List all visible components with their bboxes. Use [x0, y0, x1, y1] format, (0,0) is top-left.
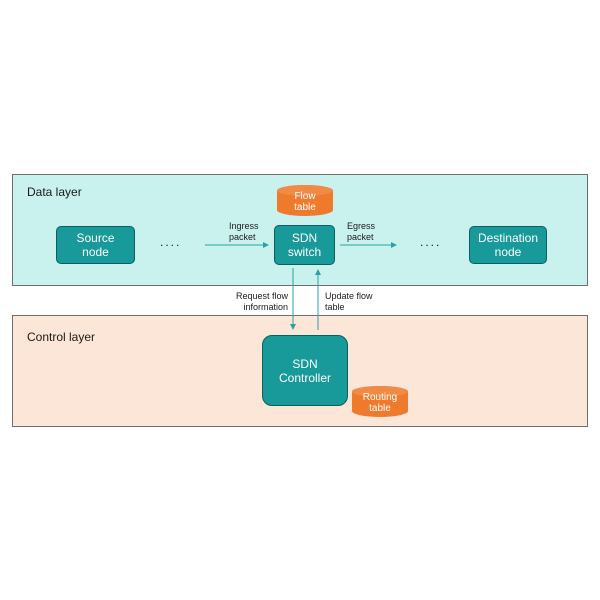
flow-table-label: Flow table: [294, 191, 316, 213]
source-node[interactable]: Source node: [56, 226, 135, 264]
flow-table-database: Flow table: [277, 185, 333, 216]
update-flow-label: Update flow table: [325, 291, 373, 312]
ellipsis-right: ....: [420, 235, 442, 249]
routing-table-label: Routing table: [362, 392, 398, 414]
sdn-controller-node[interactable]: SDN Controller: [262, 335, 348, 406]
sdn-switch-node[interactable]: SDN switch: [274, 225, 335, 265]
ellipsis-left: ....: [160, 235, 182, 249]
egress-packet-label: Egress packet: [347, 221, 376, 242]
data-layer-title: Data layer: [27, 185, 82, 199]
ingress-packet-label: Ingress packet: [229, 221, 259, 242]
control-layer: Control layer: [12, 315, 588, 427]
request-flow-label: Request flow information: [235, 291, 288, 312]
destination-node[interactable]: Destination node: [469, 226, 547, 264]
routing-table-database: Routing table: [352, 386, 408, 417]
control-layer-title: Control layer: [27, 330, 96, 344]
